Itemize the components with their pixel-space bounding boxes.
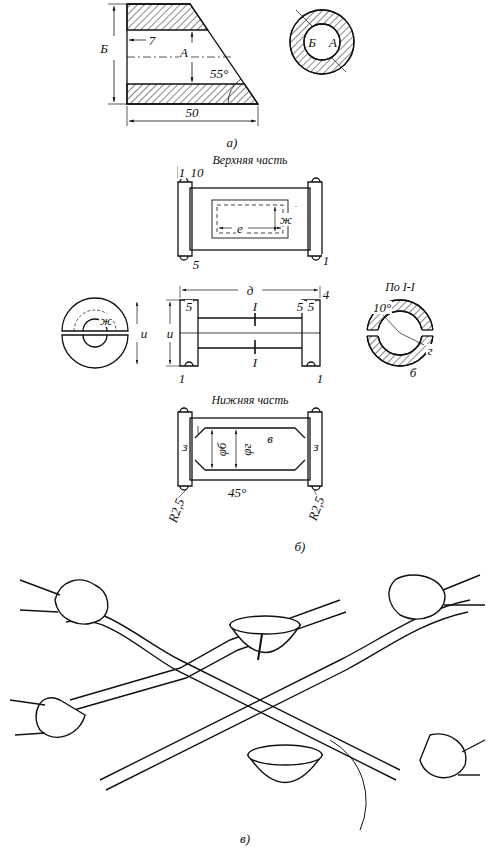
dimension-label: 5: [192, 258, 201, 271]
dimension-label: 5: [296, 300, 305, 313]
end-view: [62, 298, 137, 368]
dimension-label: 10°: [372, 301, 392, 314]
view-heading: Нижняя часть: [210, 394, 289, 406]
dimension-label: д: [246, 284, 255, 297]
dimension-label: 7: [148, 34, 157, 47]
dimension-label: Б: [99, 42, 109, 55]
dimension-label: з: [181, 440, 188, 453]
dimension-label: в): [239, 832, 251, 845]
dimension-label: е: [236, 222, 244, 235]
dimension-label: Б: [307, 36, 317, 49]
dimension-label: а): [226, 136, 239, 149]
dimension-label: 1: [178, 372, 187, 385]
dimension-label: А: [179, 46, 189, 59]
dimension-label: 45°: [227, 486, 247, 499]
view-heading: Верхняя часть: [211, 154, 288, 166]
assembled-front-view: [166, 286, 320, 366]
dimension-label: 1: [316, 372, 325, 385]
dimension-label: φб: [215, 441, 228, 457]
dimension-label: I: [252, 356, 258, 369]
dimension-label: R2,5: [305, 493, 326, 522]
upper-half-view: [178, 166, 322, 260]
dimension-label: 4: [322, 288, 331, 301]
bush-section: [108, 4, 258, 126]
dimension-label: б): [294, 540, 307, 553]
dimension-label: А: [328, 36, 338, 49]
dimension-label: ж: [99, 314, 113, 327]
dimension-label: 1: [178, 166, 187, 179]
dimension-label: φг: [239, 442, 252, 456]
dimension-label: 5: [185, 300, 194, 313]
dimension-label: б: [409, 366, 418, 379]
dimension-label: в: [266, 432, 274, 445]
dimension-label: 10: [190, 166, 205, 179]
dimension-label: и: [140, 327, 149, 340]
dimension-label: и: [166, 327, 175, 340]
lower-half-view: [178, 408, 322, 498]
dimension-label: ж: [279, 213, 293, 226]
dimension-label: 5: [307, 300, 316, 313]
bush-end-view: [290, 10, 354, 74]
section-view: [363, 300, 437, 366]
dimension-label: I: [252, 300, 258, 313]
dimension-label: 50: [185, 106, 200, 119]
dimension-label: R2,5: [165, 495, 186, 524]
dimension-label: 55°: [209, 67, 229, 80]
pouring-illustration: [10, 575, 485, 830]
dimension-label: з: [312, 440, 319, 453]
dimension-label: г: [426, 344, 433, 357]
dimension-label: 1: [322, 254, 331, 267]
view-heading: По I-I: [384, 281, 416, 293]
